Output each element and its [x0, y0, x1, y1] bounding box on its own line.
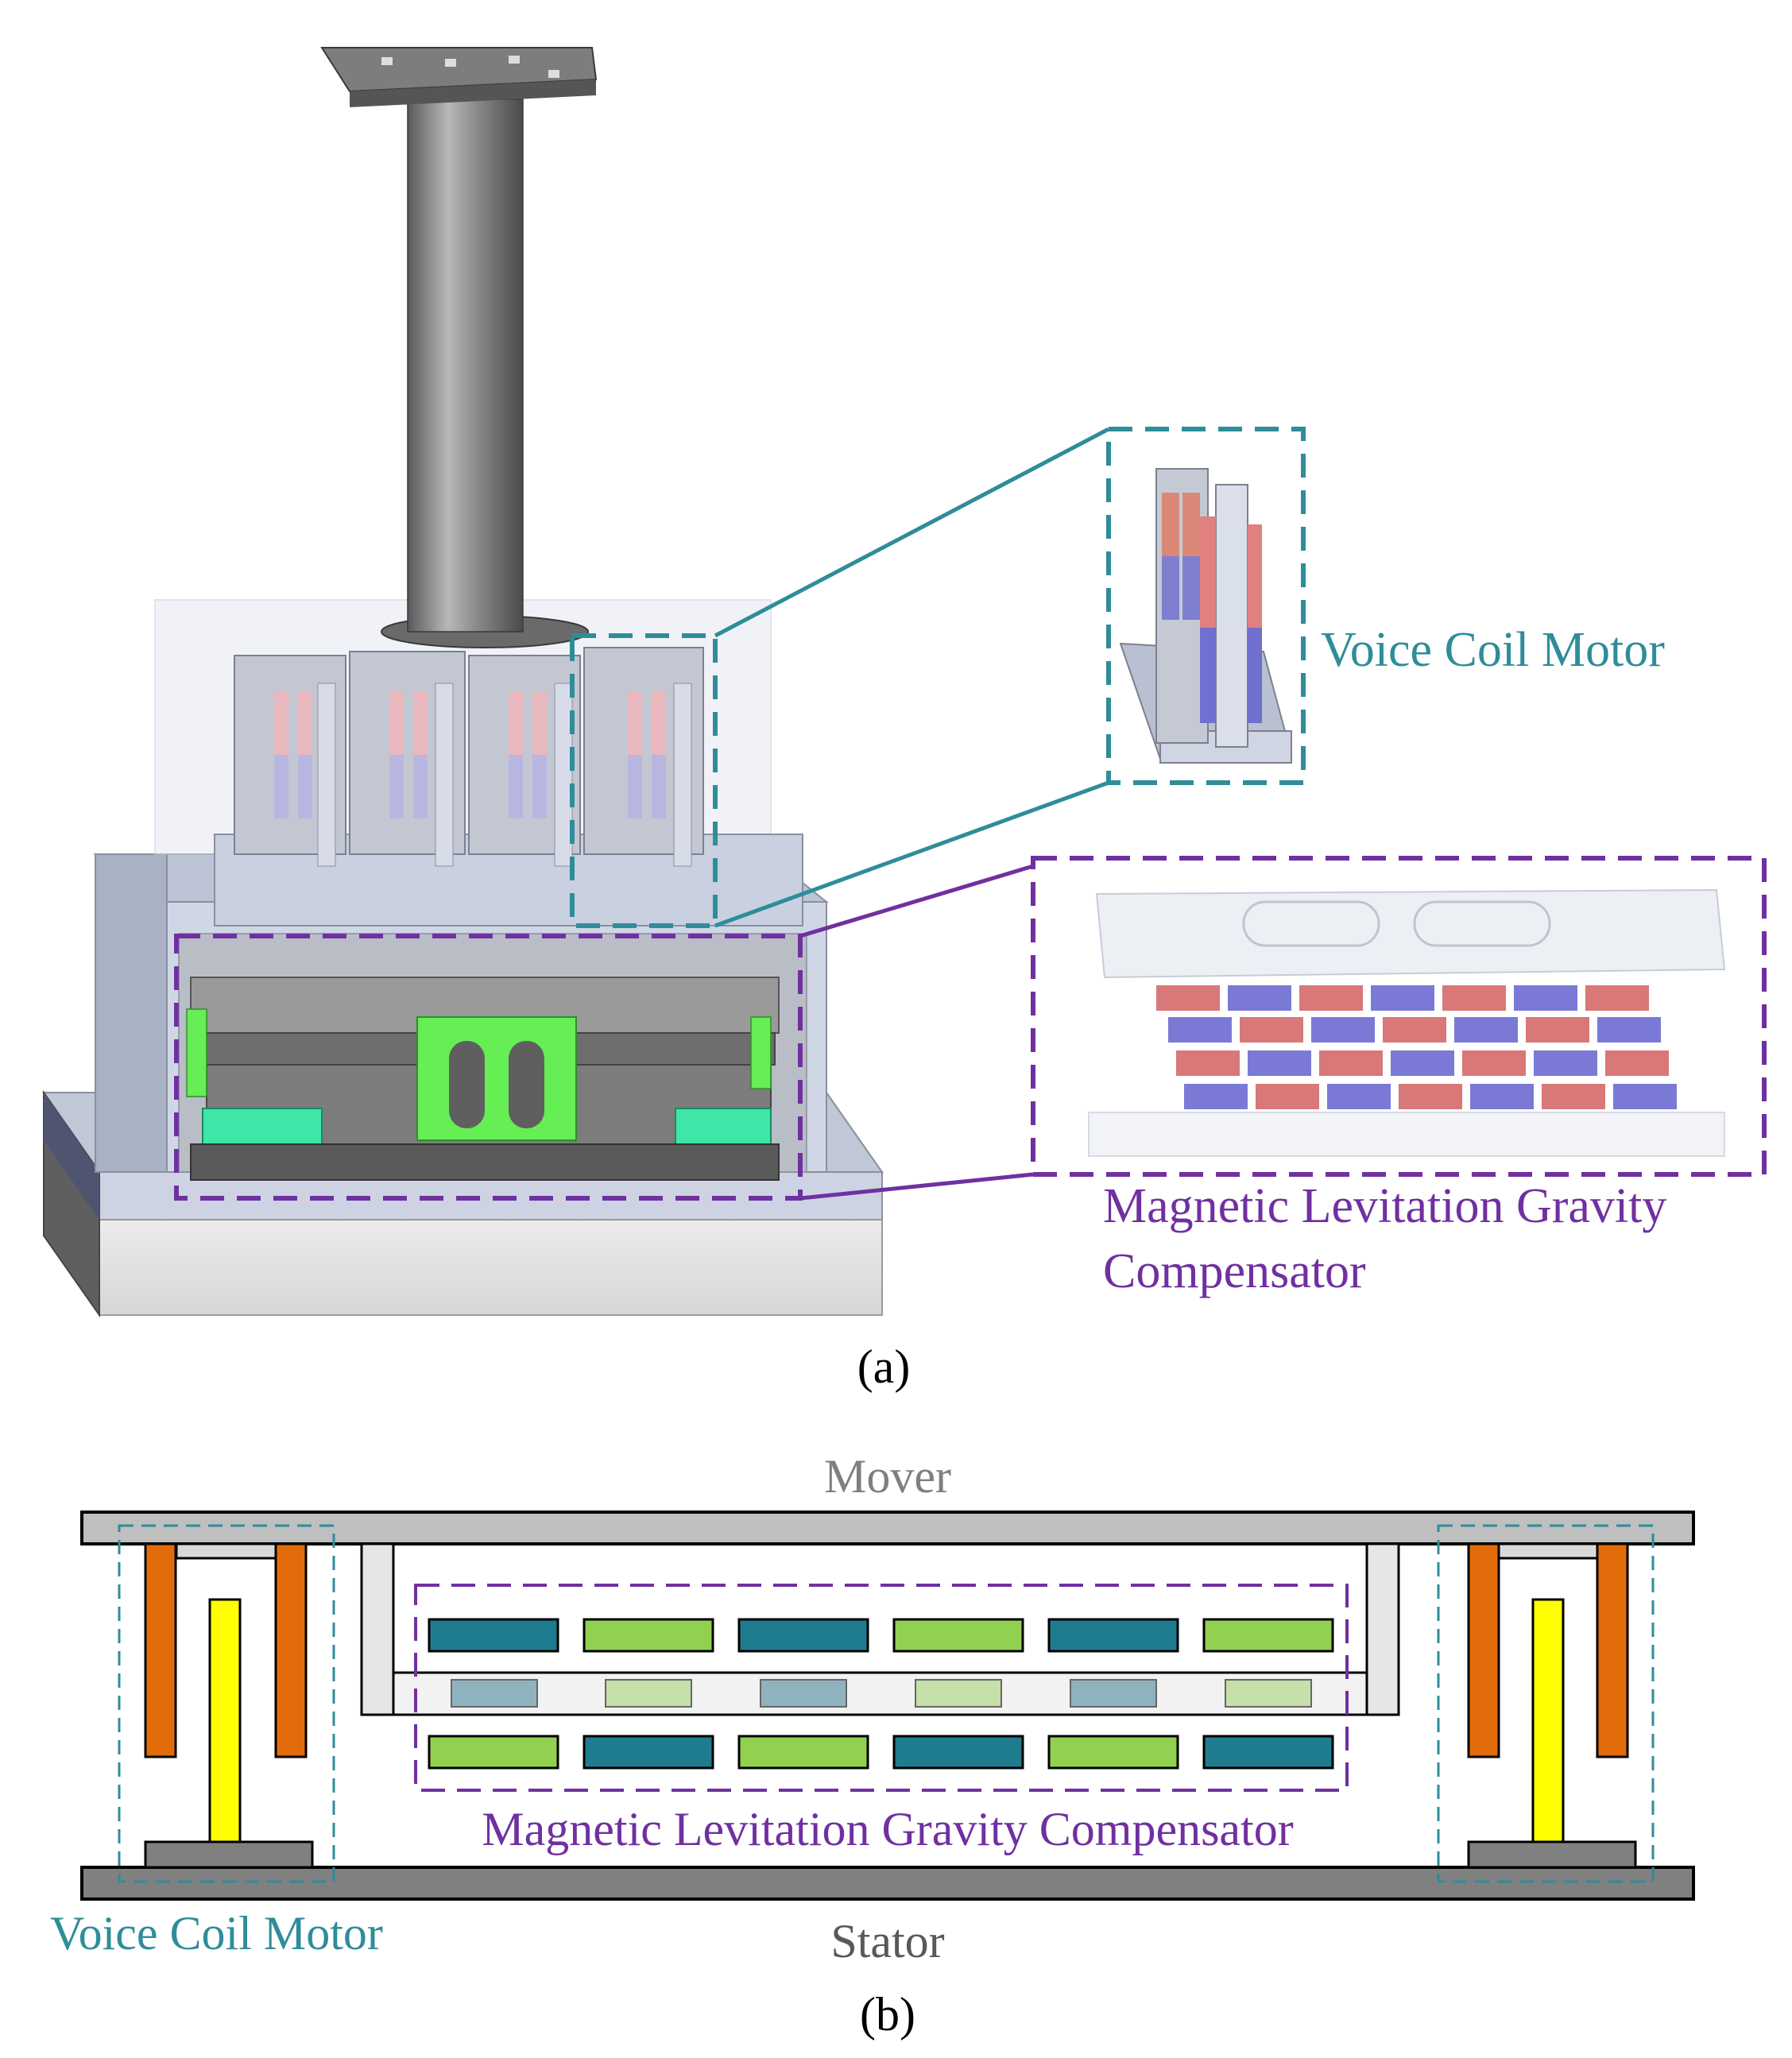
mover-plate [80, 1511, 1695, 1545]
magnet-middle-6 [1225, 1679, 1312, 1708]
vcm-module [349, 651, 466, 867]
magnet-lower-5 [1047, 1735, 1179, 1770]
frame-right-post [1365, 1542, 1400, 1716]
magnet-left [208, 1598, 242, 1843]
mlgc-leader-line-top [799, 864, 1034, 938]
magnet-upper-6 [1202, 1618, 1334, 1653]
magnet-row-middle [451, 1679, 1312, 1708]
magnet-upper-2 [582, 1618, 714, 1653]
vcm-zoom-box [1106, 427, 1306, 785]
magnet-lower-4 [892, 1735, 1024, 1770]
vcm-zoom-inset [1106, 427, 1306, 785]
coil-right-outer [1596, 1542, 1629, 1758]
vcm-module [583, 647, 704, 867]
vcm-leader-line-top [714, 427, 1110, 638]
mlgc-dashed-box [414, 1584, 1349, 1792]
shaft-assembly [320, 47, 598, 648]
vcm-left [118, 1524, 335, 1883]
stator-plate [80, 1866, 1695, 1901]
panel-b-schematic: Mover [50, 1450, 1695, 2041]
magnet-lower-3 [737, 1735, 869, 1770]
magnet-right [1531, 1598, 1565, 1843]
magnet-row-lower [428, 1735, 1334, 1770]
magnet-upper-5 [1047, 1618, 1179, 1653]
stator-label: Stator [830, 1915, 944, 1967]
coil-left-inner [274, 1542, 308, 1758]
magnet-upper-1 [428, 1618, 559, 1653]
magnet-lower-2 [582, 1735, 714, 1770]
vcm-module [234, 655, 346, 867]
mlgc-label-b: Magnetic Levitation Gravity Compensator [482, 1803, 1293, 1855]
frame-left-post [360, 1542, 395, 1716]
mlgc-zoom-inset [1031, 856, 1767, 1177]
coil-right-inner [1467, 1542, 1500, 1758]
coil-left-outer [144, 1542, 177, 1758]
mlgc-magnet-grid [1088, 985, 1725, 1157]
magnet-row-upper [428, 1618, 1334, 1653]
magnet-middle-5 [1070, 1679, 1157, 1708]
panel-a-rendering [42, 47, 1110, 1318]
caption-a: (a) [857, 1340, 911, 1393]
vcm-module [468, 655, 581, 867]
mlgc-label-a-line2: Compensator [1103, 1244, 1366, 1298]
mlgc-callout-box [174, 934, 803, 1201]
mover-frame [360, 1542, 1400, 1716]
mover-label: Mover [824, 1450, 951, 1503]
magnet-middle-2 [605, 1679, 692, 1708]
magnet-middle-4 [915, 1679, 1002, 1708]
mlgc-label-a-line1: Magnetic Levitation Gravity [1103, 1179, 1666, 1233]
magnet-middle-3 [760, 1679, 847, 1708]
vcm-right-base [1467, 1840, 1637, 1869]
magnet-middle-1 [451, 1679, 538, 1708]
vcm-right-dashed-box [1437, 1524, 1655, 1883]
vcm-left-dashed-box [118, 1524, 335, 1883]
vcm-right [1437, 1524, 1655, 1883]
caption-b: (b) [860, 1988, 915, 2041]
vcm-label-b: Voice Coil Motor [50, 1907, 383, 1959]
mlgc-leader-line-bottom [799, 1172, 1034, 1201]
magnet-upper-4 [892, 1618, 1024, 1653]
magnet-lower-6 [1202, 1735, 1334, 1770]
magnet-lower-1 [428, 1735, 559, 1770]
vcm-left-base [144, 1840, 314, 1869]
interior-mechanism [186, 977, 780, 1181]
vcm-modules [214, 647, 803, 926]
vcm-label-a: Voice Coil Motor [1321, 623, 1665, 677]
mlgc-zoom-box [1031, 856, 1767, 1177]
vcm-leader-line-bottom [714, 780, 1109, 928]
middle-plate [392, 1671, 1368, 1716]
magnet-upper-3 [737, 1618, 869, 1653]
